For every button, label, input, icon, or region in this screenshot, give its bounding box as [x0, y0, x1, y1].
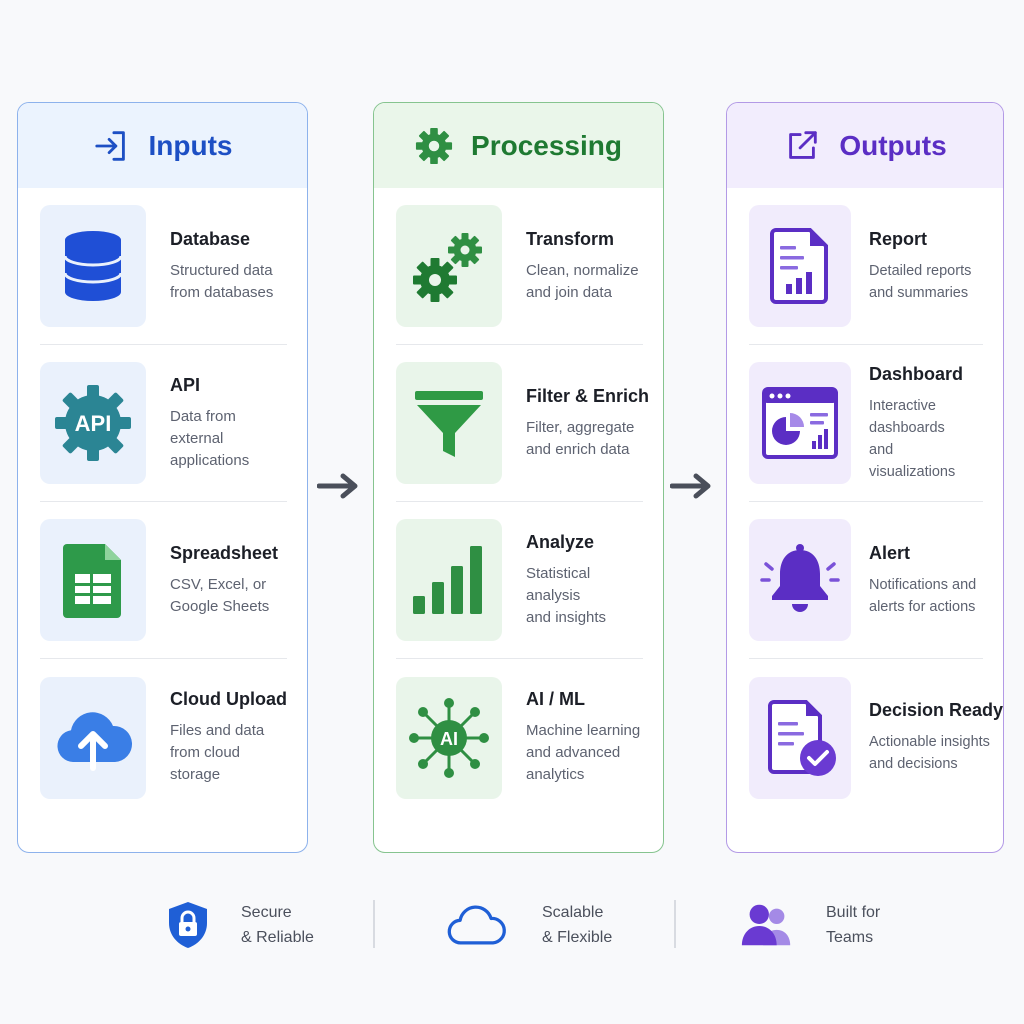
item-title: Spreadsheet	[170, 542, 279, 563]
document-check-icon	[768, 699, 836, 776]
processing-title: Processing	[471, 129, 622, 161]
feature-teams: Built for Teams	[738, 890, 880, 960]
bell-icon	[760, 544, 840, 612]
feature-text: Scalable & Flexible	[542, 904, 613, 946]
item-description: Detailed reports and summaries	[869, 262, 972, 301]
feature-secure: Secure & Reliable	[165, 890, 314, 960]
funnel-icon	[415, 391, 483, 457]
outputs-title: Outputs	[839, 129, 947, 161]
item-description: Files and data from cloud storage	[170, 722, 265, 783]
item-title: Dashboard	[869, 363, 964, 384]
item-title: Decision Ready	[869, 700, 1004, 720]
item-title: Analyze	[526, 531, 595, 552]
input-item-database[interactable]: Database Structured data from databases	[40, 188, 287, 345]
divider	[373, 900, 375, 948]
processing-item-analyze[interactable]: Analyze Statistical analysis and insight…	[396, 502, 643, 659]
output-item-decision-ready[interactable]: Decision Ready Actionable insights and d…	[749, 659, 1003, 816]
shield-lock-icon	[169, 902, 207, 948]
processing-column: Processing	[373, 102, 664, 853]
inputs-column: Inputs Database Structured data from dat…	[17, 102, 308, 853]
input-item-cloud-upload[interactable]: Cloud Upload Files and data from cloud s…	[40, 659, 287, 816]
sign-in-icon	[94, 130, 125, 161]
features-footer: Secure & Reliable Scalable & Flexible Bu…	[0, 890, 1024, 960]
spreadsheet-icon	[63, 544, 121, 618]
item-description: CSV, Excel, or Google Sheets	[170, 575, 270, 615]
processing-item-filter-enrich[interactable]: Filter & Enrich Filter, aggregate and en…	[396, 345, 649, 502]
feature-text: Built for Teams	[826, 904, 881, 946]
item-title: API	[170, 374, 201, 395]
report-icon	[770, 228, 828, 304]
dashboard-icon	[762, 387, 838, 459]
inputs-title: Inputs	[148, 129, 233, 161]
item-description: Filter, aggregate and enrich data	[526, 418, 635, 458]
inputs-header: Inputs	[18, 103, 307, 188]
output-item-alert[interactable]: Alert Notifications and alerts for actio…	[749, 502, 983, 659]
ai-network-icon: AI	[409, 697, 489, 778]
item-title: Report	[869, 228, 927, 249]
bar-chart-icon	[413, 546, 482, 614]
item-description: Interactive dashboards and visualization…	[869, 397, 956, 480]
svg-text:AI: AI	[440, 729, 458, 749]
svg-text:API: API	[75, 411, 112, 436]
output-item-report[interactable]: Report Detailed reports and summaries	[749, 188, 983, 345]
output-item-dashboard[interactable]: Dashboard Interactive dashboards and vis…	[749, 345, 983, 502]
flow-arrow-icon	[670, 473, 711, 499]
processing-header: Processing	[374, 103, 663, 188]
flow-arrow-icon	[317, 473, 358, 499]
gear-icon	[415, 127, 453, 164]
cloud-icon	[447, 905, 506, 945]
item-description: Clean, normalize and join data	[526, 261, 639, 301]
api-gear-icon: API	[55, 385, 131, 461]
item-title: Cloud Upload	[170, 689, 287, 709]
item-title: Alert	[869, 542, 911, 563]
cloud-upload-icon	[57, 711, 133, 771]
item-title: Transform	[526, 228, 615, 249]
input-item-spreadsheet[interactable]: Spreadsheet CSV, Excel, or Google Sheets	[40, 502, 287, 659]
item-description: Structured data from databases	[170, 261, 274, 301]
feature-scalable: Scalable & Flexible	[446, 890, 612, 960]
item-description: Actionable insights and decisions	[869, 734, 990, 772]
item-title: Filter & Enrich	[526, 385, 650, 406]
item-description: Data from external applications	[170, 407, 250, 469]
item-description: Statistical analysis and insights	[526, 564, 607, 626]
outputs-header: Outputs	[727, 103, 1003, 188]
item-title: AI / ML	[526, 689, 585, 709]
external-link-icon	[789, 130, 818, 159]
outputs-column: Outputs	[726, 102, 1004, 853]
gears-icon	[413, 233, 482, 302]
item-title: Database	[170, 228, 251, 249]
feature-text: Secure & Reliable	[241, 904, 314, 946]
divider	[674, 900, 676, 948]
processing-item-ai-ml[interactable]: AI AI / ML Machine learning and advanced…	[396, 659, 643, 816]
processing-item-transform[interactable]: Transform Clean, normalize and join data	[396, 188, 643, 345]
team-icon	[741, 904, 791, 946]
database-icon	[63, 231, 123, 301]
item-description: Notifications and alerts for actions	[869, 576, 977, 615]
item-description: Machine learning and advanced analytics	[526, 722, 641, 783]
input-item-api[interactable]: API API Data from external applications	[40, 345, 287, 502]
